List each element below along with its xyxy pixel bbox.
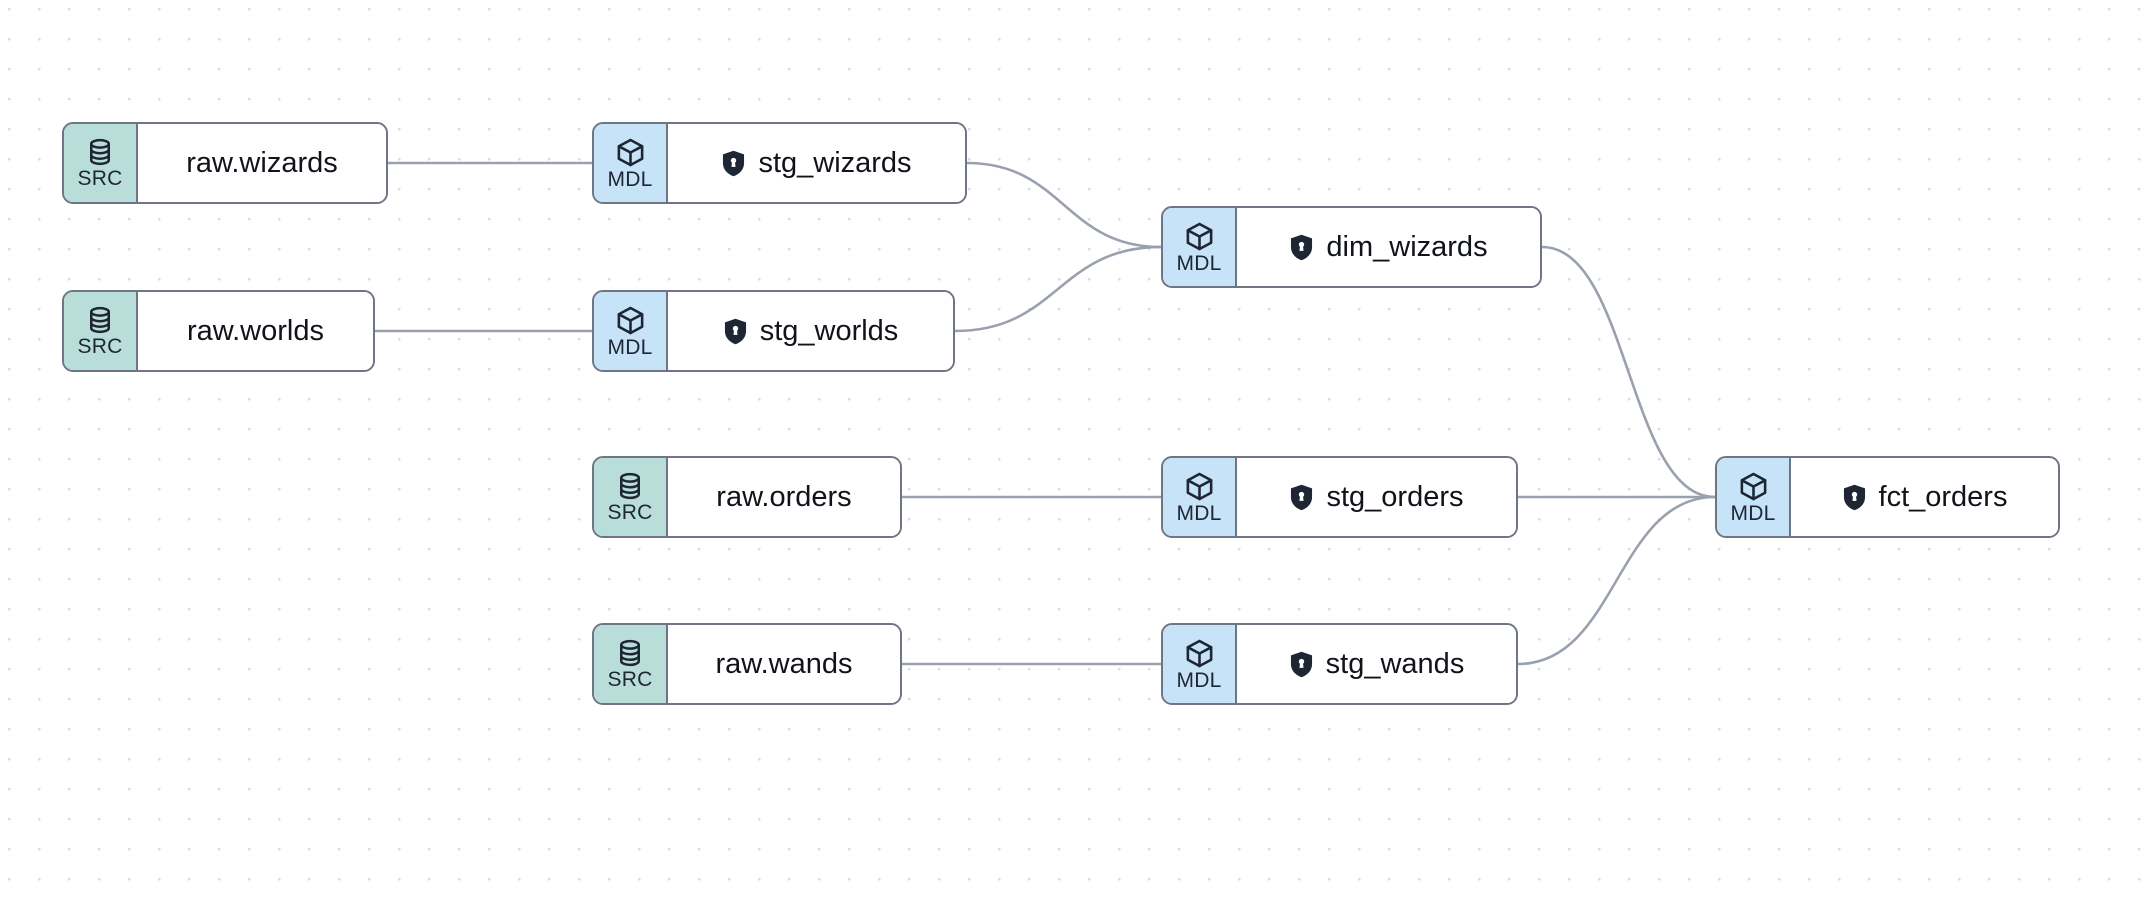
- graph-edge-stg_wands-to-fct_orders: [1516, 495, 1717, 666]
- node-body-raw_wizards[interactable]: raw.wizards: [138, 124, 386, 202]
- node-label-raw_orders: raw.orders: [716, 480, 852, 513]
- node-body-stg_orders[interactable]: stg_orders: [1237, 458, 1516, 536]
- node-label-fct_orders: fct_orders: [1878, 480, 2008, 513]
- node-label-stg_wands: stg_wands: [1325, 647, 1465, 680]
- node-type-badge-stg_wizards: MDL: [594, 124, 668, 202]
- node-label-raw_worlds: raw.worlds: [187, 314, 324, 347]
- node-type-badge-stg_wands: MDL: [1163, 625, 1237, 703]
- node-type-badge-raw_worlds: SRC: [64, 292, 138, 370]
- node-body-dim_wizards[interactable]: dim_wizards: [1237, 208, 1540, 286]
- shield-lock-icon: [723, 318, 748, 345]
- graph-node-stg_orders[interactable]: MDL stg_orders: [1161, 456, 1518, 538]
- graph-node-stg_worlds[interactable]: MDL stg_worlds: [592, 290, 955, 372]
- graph-edge-stg_worlds-to-dim_wizards: [953, 245, 1163, 333]
- database-icon: [615, 471, 645, 501]
- node-type-label: SRC: [607, 668, 653, 691]
- node-type-badge-raw_wizards: SRC: [64, 124, 138, 202]
- node-body-raw_wands[interactable]: raw.wands: [668, 625, 900, 703]
- database-icon: [85, 305, 115, 335]
- graph-node-raw_worlds[interactable]: SRC raw.worlds: [62, 290, 375, 372]
- cube-icon: [1184, 471, 1215, 502]
- node-label-dim_wizards: dim_wizards: [1326, 230, 1488, 263]
- node-body-stg_wands[interactable]: stg_wands: [1237, 625, 1516, 703]
- graph-edge-stg_wizards-to-dim_wizards: [965, 161, 1163, 249]
- node-type-badge-raw_orders: SRC: [594, 458, 668, 536]
- node-type-label: MDL: [1176, 668, 1222, 692]
- graph-node-raw_wizards[interactable]: SRC raw.wizards: [62, 122, 388, 204]
- shield-lock-icon: [1289, 484, 1314, 511]
- node-label-stg_orders: stg_orders: [1326, 480, 1464, 513]
- node-type-label: SRC: [607, 501, 653, 524]
- database-icon: [85, 137, 115, 167]
- database-icon: [615, 638, 645, 668]
- shield-lock-icon: [1842, 484, 1867, 511]
- node-body-raw_orders[interactable]: raw.orders: [668, 458, 900, 536]
- node-label-raw_wizards: raw.wizards: [186, 146, 338, 179]
- graph-node-stg_wands[interactable]: MDL stg_wands: [1161, 623, 1518, 705]
- node-type-label: MDL: [1176, 501, 1222, 525]
- graph-node-raw_wands[interactable]: SRC raw.wands: [592, 623, 902, 705]
- node-type-label: MDL: [1730, 501, 1776, 525]
- cube-icon: [615, 137, 646, 168]
- node-type-label: MDL: [607, 167, 653, 191]
- node-type-badge-raw_wands: SRC: [594, 625, 668, 703]
- graph-edge-dim_wizards-to-fct_orders: [1540, 245, 1717, 499]
- shield-lock-icon: [721, 150, 746, 177]
- cube-icon: [615, 305, 646, 336]
- node-label-raw_wands: raw.wands: [715, 647, 853, 680]
- node-body-raw_worlds[interactable]: raw.worlds: [138, 292, 373, 370]
- node-type-badge-fct_orders: MDL: [1717, 458, 1791, 536]
- cube-icon: [1738, 471, 1769, 502]
- cube-icon: [1184, 638, 1215, 669]
- node-body-stg_wizards[interactable]: stg_wizards: [668, 124, 965, 202]
- shield-lock-icon: [1289, 651, 1314, 678]
- node-type-label: SRC: [77, 335, 123, 358]
- node-type-badge-stg_worlds: MDL: [594, 292, 668, 370]
- graph-node-dim_wizards[interactable]: MDL dim_wizards: [1161, 206, 1542, 288]
- node-body-fct_orders[interactable]: fct_orders: [1791, 458, 2058, 536]
- node-type-label: MDL: [1176, 251, 1222, 275]
- node-type-badge-stg_orders: MDL: [1163, 458, 1237, 536]
- node-label-stg_worlds: stg_worlds: [759, 314, 899, 347]
- graph-node-fct_orders[interactable]: MDL fct_orders: [1715, 456, 2060, 538]
- graph-node-raw_orders[interactable]: SRC raw.orders: [592, 456, 902, 538]
- node-type-label: SRC: [77, 167, 123, 190]
- graph-node-stg_wizards[interactable]: MDL stg_wizards: [592, 122, 967, 204]
- node-body-stg_worlds[interactable]: stg_worlds: [668, 292, 953, 370]
- node-type-label: MDL: [607, 335, 653, 359]
- node-label-stg_wizards: stg_wizards: [758, 146, 912, 179]
- shield-lock-icon: [1289, 234, 1314, 261]
- cube-icon: [1184, 221, 1215, 252]
- node-type-badge-dim_wizards: MDL: [1163, 208, 1237, 286]
